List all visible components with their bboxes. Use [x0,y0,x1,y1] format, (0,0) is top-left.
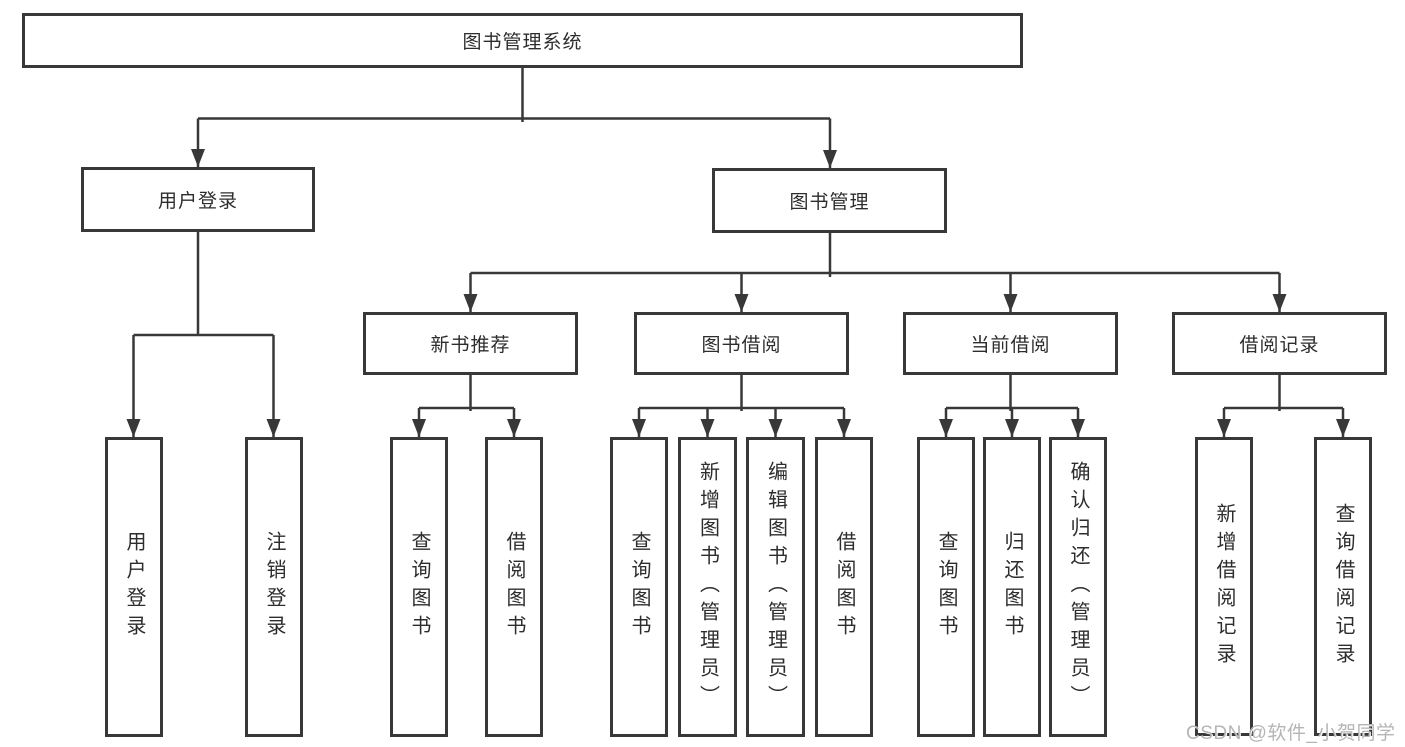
node-current-borrow: 当前借阅 [903,312,1118,375]
node-user-login: 用户登录 [81,167,315,232]
node-book-borrow-label: 图书借阅 [701,335,782,356]
leaf-edit-book-admin: 编辑图书（管理员） [746,437,805,737]
leaf-borrow-books-recommend: 借阅图书 [485,437,543,737]
leaf-add-book-admin: 新增图书（管理员） [678,437,737,737]
leaf-borrow-books: 借阅图书 [815,437,873,737]
node-book-borrow: 图书借阅 [634,312,849,375]
watermark: CSDN @软件_小贺同学 [1186,723,1396,744]
leaf-borrow-books-recommend-label: 借阅图书 [503,531,525,643]
node-new-book-recommend: 新书推荐 [363,312,578,375]
leaf-edit-book-admin-label: 编辑图书（管理员） [764,461,787,713]
leaf-user-login-label: 用户登录 [123,531,145,643]
node-current-borrow-label: 当前借阅 [970,335,1051,356]
node-root-label: 图书管理系统 [462,32,583,53]
leaf-query-books-borrow-label: 查询图书 [628,531,650,643]
leaf-query-books-borrow: 查询图书 [610,437,668,737]
leaf-logout: 注销登录 [245,437,303,737]
leaf-logout-label: 注销登录 [263,531,285,643]
leaf-add-book-admin-label: 新增图书（管理员） [696,461,719,713]
leaf-query-borrow-record-label: 查询借阅记录 [1332,502,1354,671]
leaf-confirm-return-admin-label: 确认归还（管理员） [1067,461,1089,713]
node-root: 图书管理系统 [22,13,1023,68]
leaf-query-books-current-label: 查询图书 [935,531,957,643]
leaf-query-books-recommend-label: 查询图书 [408,531,430,643]
node-user-login-label: 用户登录 [157,191,238,212]
leaf-return-book-label: 归还图书 [1001,531,1023,643]
leaf-user-login: 用户登录 [105,437,163,737]
leaf-return-book: 归还图书 [983,437,1041,737]
leaf-confirm-return-admin: 确认归还（管理员） [1049,437,1107,737]
node-new-book-recommend-label: 新书推荐 [430,335,511,356]
leaf-query-books-recommend: 查询图书 [390,437,448,737]
node-borrow-records-label: 借阅记录 [1239,335,1320,356]
leaf-query-borrow-record: 查询借阅记录 [1314,437,1372,736]
node-borrow-records: 借阅记录 [1172,312,1387,375]
node-book-management-label: 图书管理 [789,192,870,213]
leaf-query-books-current: 查询图书 [917,437,975,737]
node-book-management: 图书管理 [712,168,947,233]
leaf-add-borrow-record-label: 新增借阅记录 [1213,502,1235,671]
leaf-borrow-books-label: 借阅图书 [833,531,855,643]
leaf-add-borrow-record: 新增借阅记录 [1195,437,1253,736]
